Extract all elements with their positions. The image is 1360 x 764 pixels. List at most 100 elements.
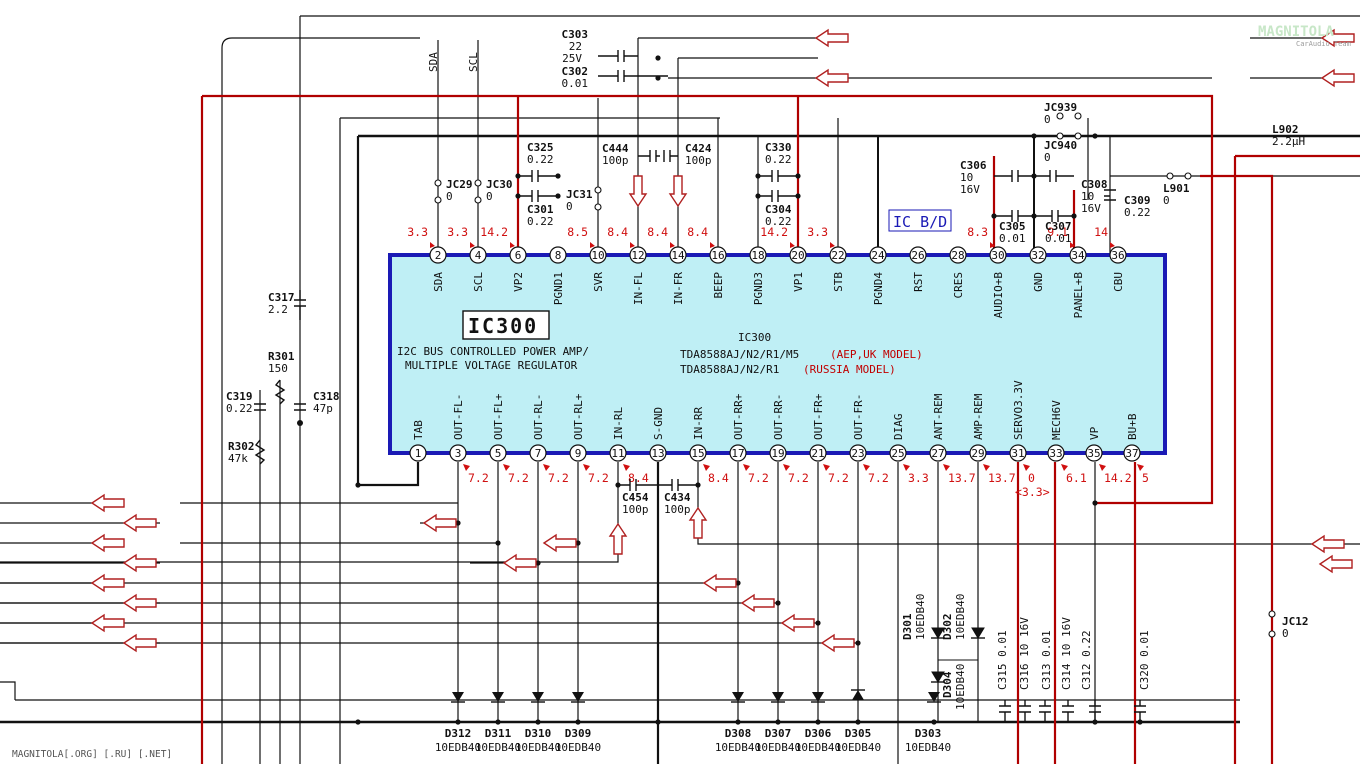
pin-circle [749,246,767,264]
pin-circle [909,246,927,264]
diode-value: 10EDB40 [755,741,801,754]
pin-circle [889,444,907,462]
junction-dot [535,719,541,725]
pin-name: ANT-REM [932,393,945,440]
diode-ref: D308 [725,727,752,740]
sda-bus-label: SDA [427,52,440,72]
voltage-marker [943,464,950,471]
ic-part1-note: (AEP,UK MODEL) [830,348,923,361]
pin-name: VP2 [512,272,525,292]
pin-voltage: 7.2 [748,471,769,485]
pin-number: 35 [1087,447,1100,460]
diode-ref: D311 [485,727,512,740]
board-label: IC B/D [893,213,947,231]
voltage-marker [503,464,510,471]
voltage-marker [623,464,630,471]
pin-circle [869,246,887,264]
pin-number: 31 [1011,447,1024,460]
signal-arrow-0 [814,28,849,48]
pin-name: GND [1032,272,1045,292]
pin-number: 24 [871,249,885,262]
ic-part2-note: (RUSSIA MODEL) [803,363,896,376]
ic300-body [388,253,1167,455]
pin-name: IN-FL [632,272,645,305]
c314-label: C314 10 16V [1060,617,1073,690]
pin-name: VP [1088,426,1101,440]
voltage-marker [823,464,830,471]
c316-label: C316 10 16V [1018,617,1031,690]
d302-ref: D302 [941,614,954,641]
c306-rating: 16V [960,183,980,196]
pin-number: 7 [535,447,542,460]
pin-name: OUT-FL- [452,394,465,440]
pin-voltage: 6.1 [1066,471,1087,485]
c424-ref: C424 [685,142,712,155]
logo-sub: CarAudio Team [1296,40,1351,48]
jc939-ref: JC939 [1044,101,1077,114]
c444-ref: C444 [602,142,629,155]
voltage-marker [1137,464,1144,471]
pin-name: OUT-RL- [532,394,545,440]
junction-dot [931,719,937,725]
pin-name: IN-FR [672,272,685,305]
diode-ref: D306 [805,727,832,740]
diode-ref: D312 [445,727,472,740]
voltage-marker [463,464,470,471]
voltage-marker [790,242,795,248]
c318-value: 47p [313,402,333,415]
pin-voltage: 7.2 [588,471,609,485]
voltage-marker [543,464,550,471]
pin-name: AMP-REM [972,393,985,440]
junction-dot [855,719,861,725]
pin-circle [569,444,587,462]
c302-ref: C302 [562,65,589,78]
pin-name: CBU [1112,272,1125,292]
pin-number: 6 [515,249,522,262]
pin-name: STB [832,272,845,292]
pin-voltage: 8.4 [628,471,649,485]
pin-circle [809,444,827,462]
c304-ref: C304 [765,203,792,216]
pin-number: 4 [475,249,482,262]
voltage-marker [470,242,475,248]
c330-ref: C330 [765,141,792,154]
voltage-marker [990,242,995,248]
voltage-marker [670,242,675,248]
pin-voltage: 8.4 [647,225,668,239]
diode-value: 10EDB40 [435,741,481,754]
pin-name: PGND1 [552,272,565,305]
pin-name: OUT-RR- [772,394,785,440]
pin-number: 3 [455,447,462,460]
pin-voltage: 7.2 [868,471,889,485]
bottom-pin-13: 13S-GND [649,407,667,462]
diode-cluster-right [931,627,985,683]
signal-arrow-8 [90,573,125,593]
signal-arrow-17 [780,613,815,633]
pin-number: 28 [951,249,964,262]
diode-value: 10EDB40 [795,741,841,754]
c307-ref: C307 [1045,220,1072,233]
pin-name: SDA [432,272,445,292]
pin-number: 2 [435,249,442,262]
d301-value: 10EDB40 [914,594,927,640]
pin-name: OUT-RL+ [572,393,585,440]
diode-symbol [812,692,824,702]
diode-symbol [452,692,464,702]
pin-number: 29 [971,447,984,460]
ic-part1: TDA8588AJ/N2/R1/M5 [680,348,799,361]
pin-voltage: 14.2 [480,225,508,239]
pin-name: OUT-FR+ [812,393,825,440]
jc29-ref: JC29 [446,178,473,191]
